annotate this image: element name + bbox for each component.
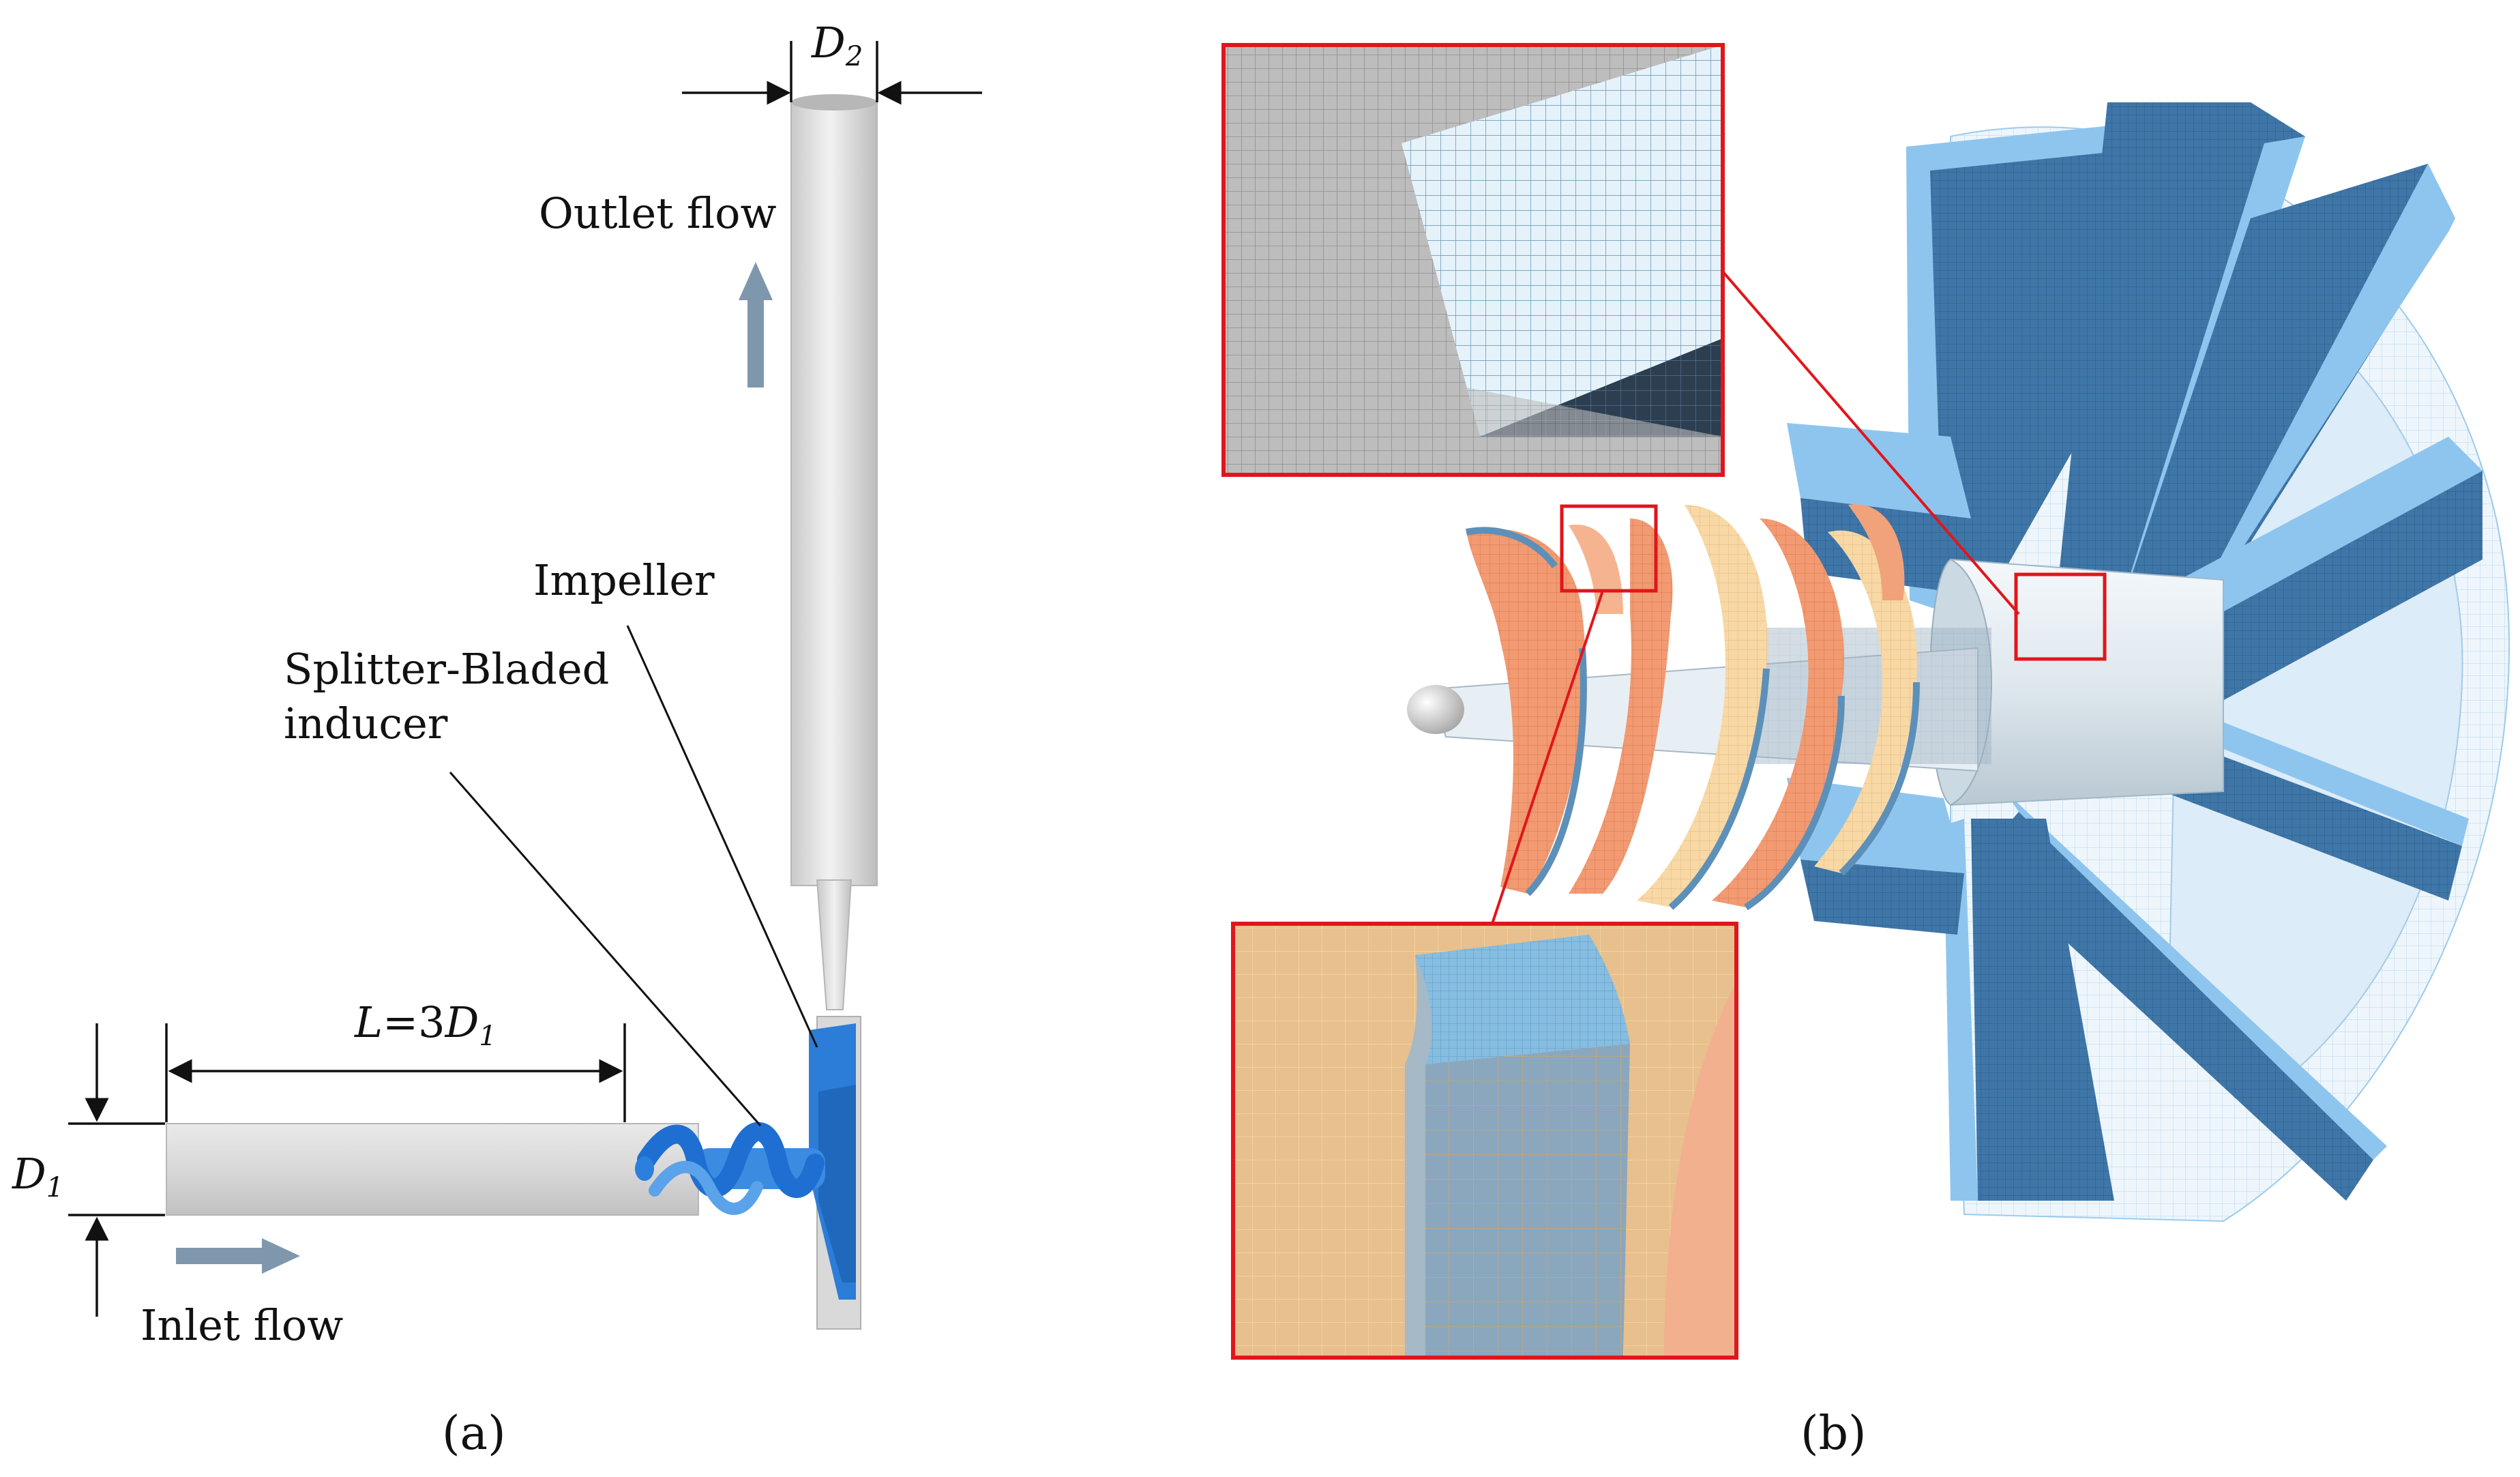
connector-bottom <box>1491 590 1604 924</box>
figure-a <box>68 41 982 1330</box>
inducer-label-line2: inducer <box>284 699 448 748</box>
source-box-top <box>2014 572 2107 661</box>
impeller-blades <box>1787 102 2482 1201</box>
length-equals: =3 <box>383 997 445 1047</box>
figure-b <box>1221 43 2510 1360</box>
source-box-bottom <box>1560 504 1658 593</box>
d2-symbol: D <box>812 18 846 68</box>
inlet-pipe <box>166 1123 699 1216</box>
impeller-label: Impeller <box>533 555 715 605</box>
inducer-blades-b <box>1466 504 1920 911</box>
shaft-nose <box>1407 685 1464 734</box>
length-d-symbol: D <box>445 997 479 1047</box>
outlet-flow-arrow <box>739 262 773 387</box>
caption-b: (b) <box>1800 1407 1867 1461</box>
length-symbol: L <box>355 997 383 1047</box>
d1-label: D1 <box>12 1153 63 1201</box>
impeller-shading <box>818 1085 856 1283</box>
zoom-inset-bottom <box>1231 922 1738 1360</box>
inducer-leader-line <box>449 772 762 1126</box>
d1-subscript: 1 <box>46 1171 64 1204</box>
outlet-pipe <box>790 100 878 886</box>
inducer-label-line1: Splitter-Bladed <box>284 644 610 694</box>
outlet-flow-label: Outlet flow <box>539 188 777 238</box>
inlet-flow-label: Inlet flow <box>140 1300 344 1350</box>
shaft-mesh <box>1732 628 1991 764</box>
inducer-a <box>635 1122 825 1215</box>
inlet-flow-arrow <box>176 1238 300 1274</box>
outlet-pipe-top <box>791 94 877 111</box>
d2-dimension <box>682 41 982 105</box>
d2-subscript: 2 <box>845 40 863 73</box>
outlet-nozzle <box>816 879 853 1010</box>
caption-a: (a) <box>442 1407 506 1461</box>
impeller-leader-line <box>626 625 818 1048</box>
length-label: L=3D1 <box>355 1001 496 1050</box>
connector-top <box>1721 270 2020 615</box>
zoom-inset-top <box>1221 43 1725 477</box>
d1-symbol: D <box>12 1149 46 1199</box>
length-subscript: 1 <box>479 1020 496 1053</box>
d1-dimension <box>68 1023 165 1317</box>
d2-label: D2 <box>812 22 863 70</box>
length-dimension <box>165 1023 626 1122</box>
